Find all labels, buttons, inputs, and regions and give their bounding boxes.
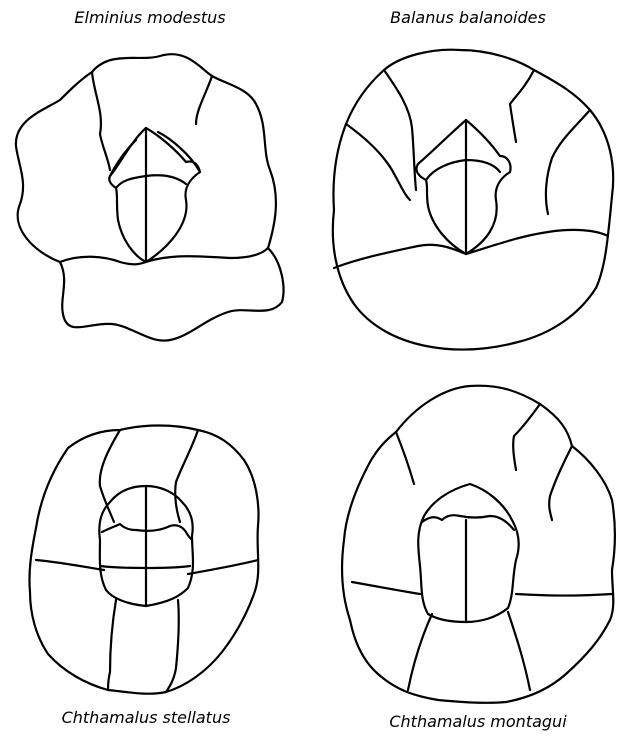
stellatus-outer-outline: [29, 426, 258, 694]
montagui-lower-right-suture: [508, 612, 530, 690]
montagui-lower-left-suture: [408, 614, 432, 690]
balanus-right-upper-suture: [510, 70, 534, 142]
elminius-lower-plate-suture: [60, 248, 268, 264]
elminius-upper-right-suture: [196, 76, 212, 124]
montagui-upper-left-suture: [396, 432, 414, 484]
elminius-opercular-outline: [109, 128, 200, 262]
montagui-tergum-line: [422, 515, 514, 530]
elminius-inner-ridge: [110, 132, 200, 176]
balanus-opercular-outline: [416, 120, 510, 254]
drawing-balanus-balanoides: [333, 50, 613, 350]
stellatus-right-mid-suture: [188, 560, 258, 574]
balanus-tergum-line: [426, 160, 500, 180]
balanus-right-side-suture: [546, 110, 590, 214]
balanus-outer-outline: [333, 50, 613, 350]
montagui-right-mid-suture: [516, 594, 612, 596]
drawing-chthamalus-montagui: [342, 386, 615, 703]
montagui-outer-outline: [342, 386, 615, 703]
montagui-right-side-suture: [549, 446, 572, 520]
elminius-tergum-line: [116, 175, 186, 188]
drawing-chthamalus-stellatus: [29, 426, 258, 694]
elminius-upper-left-suture: [92, 72, 110, 170]
drawing-elminius-modestus: [16, 54, 284, 340]
balanus-lower-plate-suture: [334, 230, 608, 268]
balanus-left-upper-suture: [384, 70, 416, 190]
montagui-opercular-outline: [418, 484, 518, 622]
stellatus-left-mid-suture: [36, 560, 104, 570]
stellatus-upper-left-suture: [100, 430, 120, 522]
stellatus-lower-left-suture: [108, 600, 116, 690]
stellatus-lower-right-suture: [166, 600, 179, 692]
elminius-outer-outline: [16, 54, 284, 340]
montagui-upper-right-suture: [513, 404, 540, 470]
balanus-left-side-suture: [346, 124, 410, 200]
montagui-left-mid-suture: [352, 582, 420, 594]
